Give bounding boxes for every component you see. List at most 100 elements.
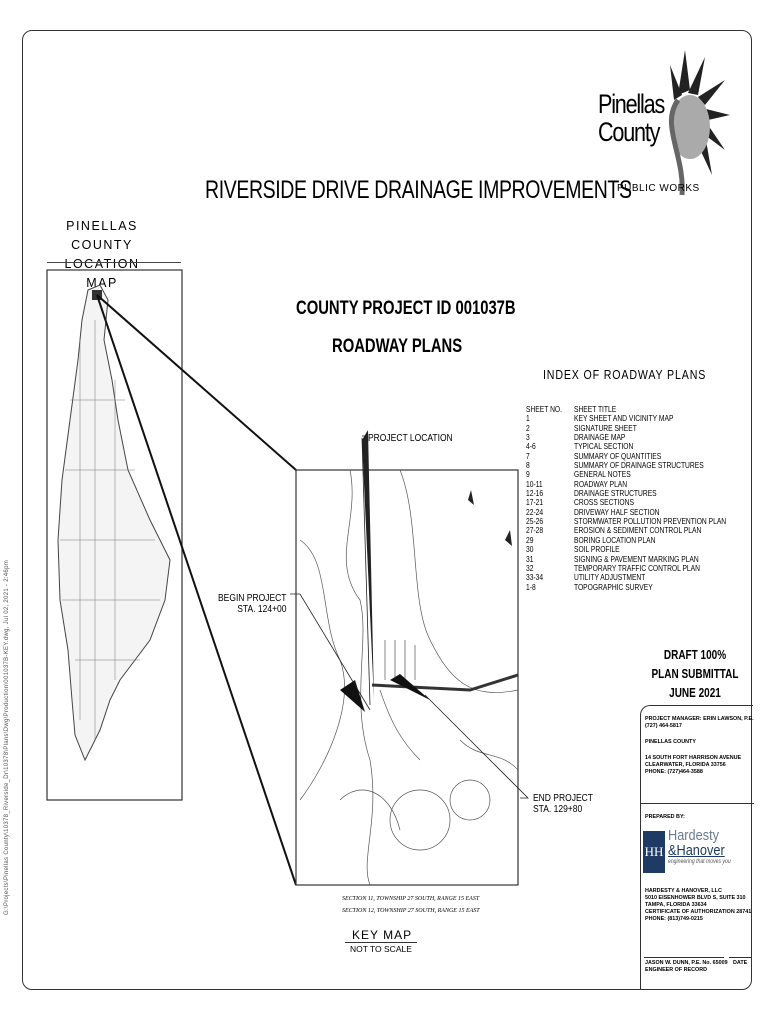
index-row: 33-34 UTILITY ADJUSTMENT: [526, 572, 726, 583]
sheet-no: 10-11: [526, 478, 543, 489]
sheet-no: 31: [526, 553, 534, 564]
consultant-name: HARDESTY & HANOVER, LLC: [645, 888, 722, 894]
index-row: 30 SOIL PROFILE: [526, 544, 726, 555]
sheet-title: SUMMARY OF QUANTITIES: [574, 450, 662, 461]
pinellas-county-logo: Pinellas County PUBLIC WORKS: [590, 45, 730, 205]
title-block: PROJECT MANAGER: ERIN LAWSON, P.E. (727)…: [640, 705, 754, 990]
sheet-no: 33-34: [526, 572, 544, 583]
divider: [641, 803, 754, 804]
hh-logo-mark: HH: [643, 831, 665, 873]
sheet-title: SIGNING & PAVEMENT MARKING PLAN: [574, 553, 699, 564]
sheet-no: 1: [526, 413, 530, 424]
consultant-phone: PHONE: (813)749-0215: [645, 916, 703, 922]
index-row: 7 SUMMARY OF QUANTITIES: [526, 450, 726, 461]
consultant-info: HARDESTY & HANOVER, LLC 5010 EISENHOWER …: [645, 888, 751, 923]
sheet-title: DRAINAGE MAP: [574, 432, 626, 443]
sheet-title: TYPICAL SECTION: [574, 441, 634, 452]
sheet-no: 2: [526, 422, 530, 433]
begin-station: STA. 124+00: [237, 604, 287, 615]
project-manager: PROJECT MANAGER: ERIN LAWSON, P.E.: [645, 716, 754, 722]
location-map-line2: LOCATION MAP: [64, 257, 140, 290]
owner-address2: CLEARWATER, FLORIDA 33756: [645, 762, 726, 768]
consultant-cert: CERTIFICATE OF AUTHORIZATION 28741: [645, 909, 752, 915]
location-map-frame: [46, 269, 183, 801]
owner-address1: 14 SOUTH FORT HARRISON AVENUE: [645, 755, 742, 761]
sheet-title: SIGNATURE SHEET: [574, 422, 637, 433]
owner-info: PROJECT MANAGER: ERIN LAWSON, P.E. (727)…: [645, 716, 754, 776]
draft-notice: DRAFT 100% PLAN SUBMITTAL JUNE 2021: [651, 646, 739, 703]
index-table: SHEET NO. SHEET TITLE 1 KEY SHEET AND VICI…: [526, 404, 727, 592]
index-row: 10-11 ROADWAY PLAN: [526, 478, 726, 489]
sheet-title: ROADWAY PLAN: [574, 478, 628, 489]
hh-name2: &Hanover: [668, 842, 725, 859]
index-row: 29 BORING LOCATION PLAN: [526, 534, 726, 545]
begin-project-callout: BEGIN PROJECT STA. 124+00: [218, 593, 286, 615]
plans-type: ROADWAY PLANS: [332, 336, 463, 357]
logo-line1: Pinellas: [598, 89, 665, 119]
sheet-title: GENERAL NOTES: [574, 469, 631, 480]
section-line2: SECTION 12, TOWNSHIP 27 SOUTH, RANGE 15 …: [342, 908, 480, 914]
consultant-address2: TAMPA, FLORIDA 33634: [645, 902, 707, 908]
sheet-no: 3: [526, 432, 530, 443]
end-project-label: END PROJECT: [533, 793, 593, 804]
logo-public-works: PUBLIC WORKS: [617, 183, 700, 194]
sheet-title: KEY SHEET AND VICINITY MAP: [574, 413, 674, 424]
scale-note: NOT TO SCALE: [350, 944, 412, 954]
owner-phone: PHONE: (727)464-3588: [645, 769, 703, 775]
pinellas-peninsula: [57, 284, 171, 762]
sheet-title: DRAINAGE STRUCTURES: [574, 488, 657, 499]
index-row: 3 DRAINAGE MAP: [526, 432, 726, 443]
location-map-label: PINELLAS COUNTY LOCATION MAP: [47, 217, 157, 293]
sheet-title: SUMMARY OF DRAINAGE STRUCTURES: [574, 460, 704, 471]
sheet-no: 30: [526, 544, 534, 555]
consultant-address1: 5010 EISENHOWER BLVD S, SUITE 310: [645, 895, 746, 901]
header-sheet-no: SHEET NO.: [526, 404, 562, 414]
date-line: [729, 957, 751, 958]
index-row: 9 GENERAL NOTES: [526, 469, 726, 480]
sheet-title: EROSION & SEDIMENT CONTROL PLAN: [574, 525, 702, 536]
divider: [345, 942, 417, 943]
begin-project-label: BEGIN PROJECT: [218, 593, 287, 604]
sheet-no: 12-16: [526, 488, 544, 499]
index-row: 1 KEY SHEET AND VICINITY MAP: [526, 413, 726, 424]
key-map-label: KEY MAP: [352, 928, 413, 942]
key-map-frame: [295, 469, 519, 886]
sheet-title: STORMWATER POLLUTION PREVENTION PLAN: [574, 516, 727, 527]
engineer-name: JASON W. DUNN, P.E. No. 65009: [645, 960, 728, 966]
sheet-title: BORING LOCATION PLAN: [574, 534, 656, 545]
hh-tagline: engineering that moves you: [668, 859, 731, 865]
sheet-title: TEMPORARY TRAFFIC CONTROL PLAN: [574, 562, 700, 573]
divider: [47, 262, 181, 263]
prepared-by-label: PREPARED BY:: [645, 814, 685, 820]
sheet-no: 17-21: [526, 497, 544, 508]
sheet-no: 1-8: [526, 581, 536, 592]
hh-name1: Hardesty: [668, 827, 720, 844]
logo-line2: County: [598, 117, 660, 147]
header-sheet-title: SHEET TITLE: [574, 404, 617, 414]
sheet-no: 29: [526, 534, 534, 545]
sheet-border: [22, 30, 752, 990]
sheet-no: 9: [526, 469, 530, 480]
sheet-title: SOIL PROFILE: [574, 544, 620, 555]
sheet-no: 7: [526, 450, 530, 461]
end-project-callout: END PROJECT STA. 129+80: [533, 793, 593, 815]
sheet-title: UTILITY ADJUSTMENT: [574, 572, 646, 583]
owner-name: PINELLAS COUNTY: [645, 739, 696, 745]
pm-phone: (727) 464-5817: [645, 723, 682, 729]
index-row: 12-16 DRAINAGE STRUCTURES: [526, 488, 726, 499]
end-station: STA. 129+80: [533, 804, 583, 815]
sheet-title: DRIVEWAY HALF SECTION: [574, 506, 660, 517]
project-location-callout: PROJECT LOCATION: [368, 433, 453, 444]
draft-line2: PLAN SUBMITTAL: [651, 667, 739, 681]
index-row: 31 SIGNING & PAVEMENT MARKING PLAN: [526, 553, 726, 564]
signature-line: [644, 957, 724, 958]
